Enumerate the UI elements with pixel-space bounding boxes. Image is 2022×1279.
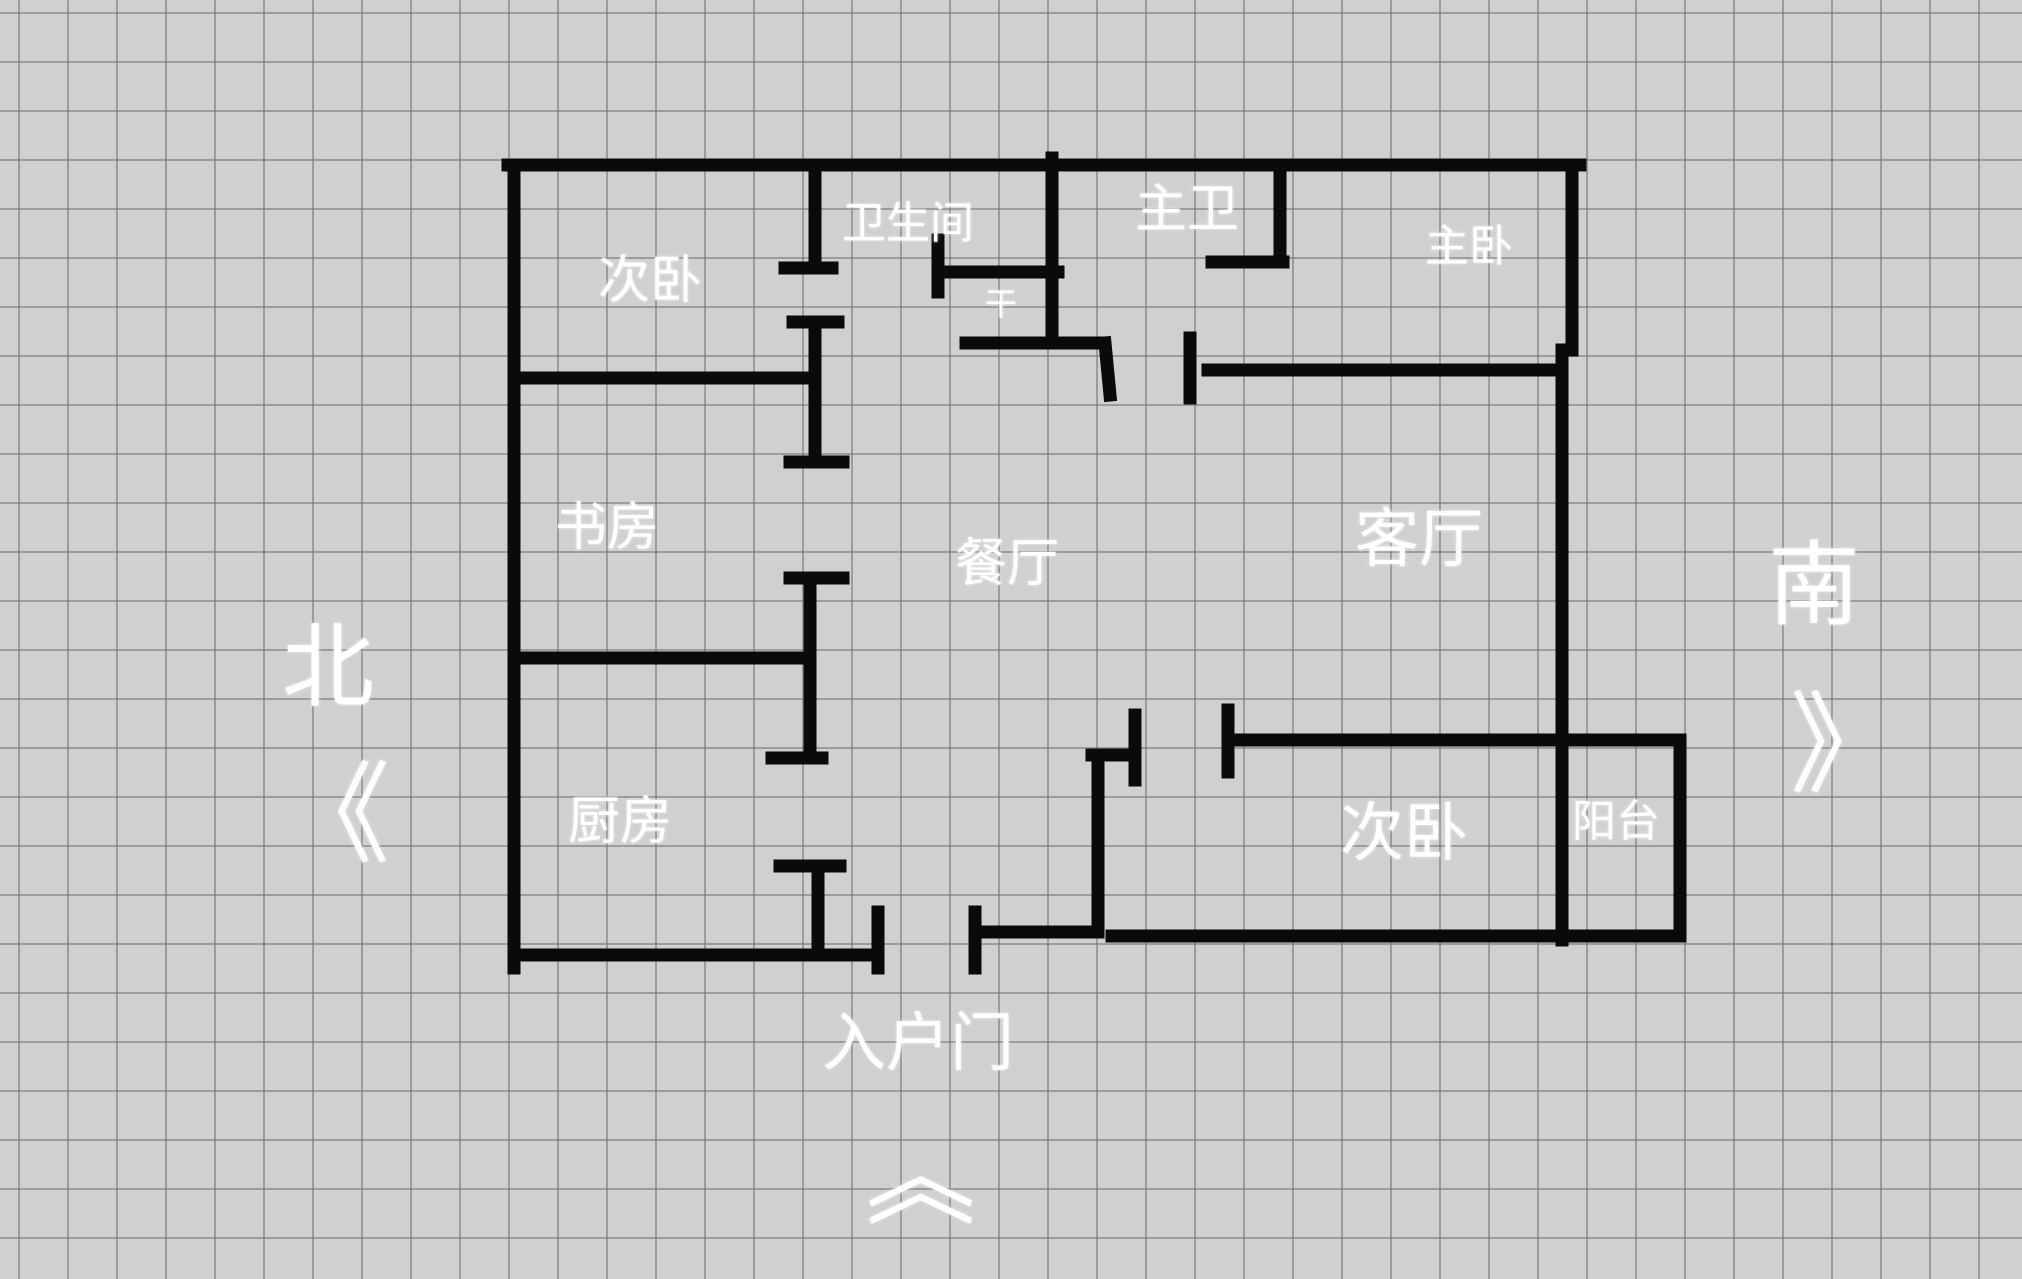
entrance-label: 入户门	[822, 1007, 1014, 1081]
entrance-arrow-icon: 《	[853, 1118, 981, 1228]
room-label-bathroom: 卫生间	[842, 198, 974, 249]
room-label-master-bedroom: 主卧	[1425, 221, 1513, 272]
room-label-secondary-bedroom-south: 次卧	[1340, 797, 1468, 871]
room-label-living-room: 客厅	[1355, 503, 1483, 577]
room-label-dry-area: 干	[985, 285, 1018, 323]
room-label-master-bath: 主卫	[1135, 180, 1240, 240]
room-label-secondary-bedroom-north: 次卧	[598, 251, 703, 311]
south-label: 南	[1768, 532, 1861, 639]
south-arrow-icon: 》	[1790, 681, 1900, 809]
room-label-balcony: 阳台	[1572, 796, 1660, 847]
north-arrow-icon: 《	[280, 751, 390, 879]
wall-dry-door	[1097, 335, 1118, 403]
room-label-study: 书房	[555, 498, 660, 558]
room-label-dining-room: 餐厅	[955, 534, 1060, 594]
north-label: 北	[282, 614, 375, 721]
room-label-kitchen: 厨房	[568, 792, 673, 852]
